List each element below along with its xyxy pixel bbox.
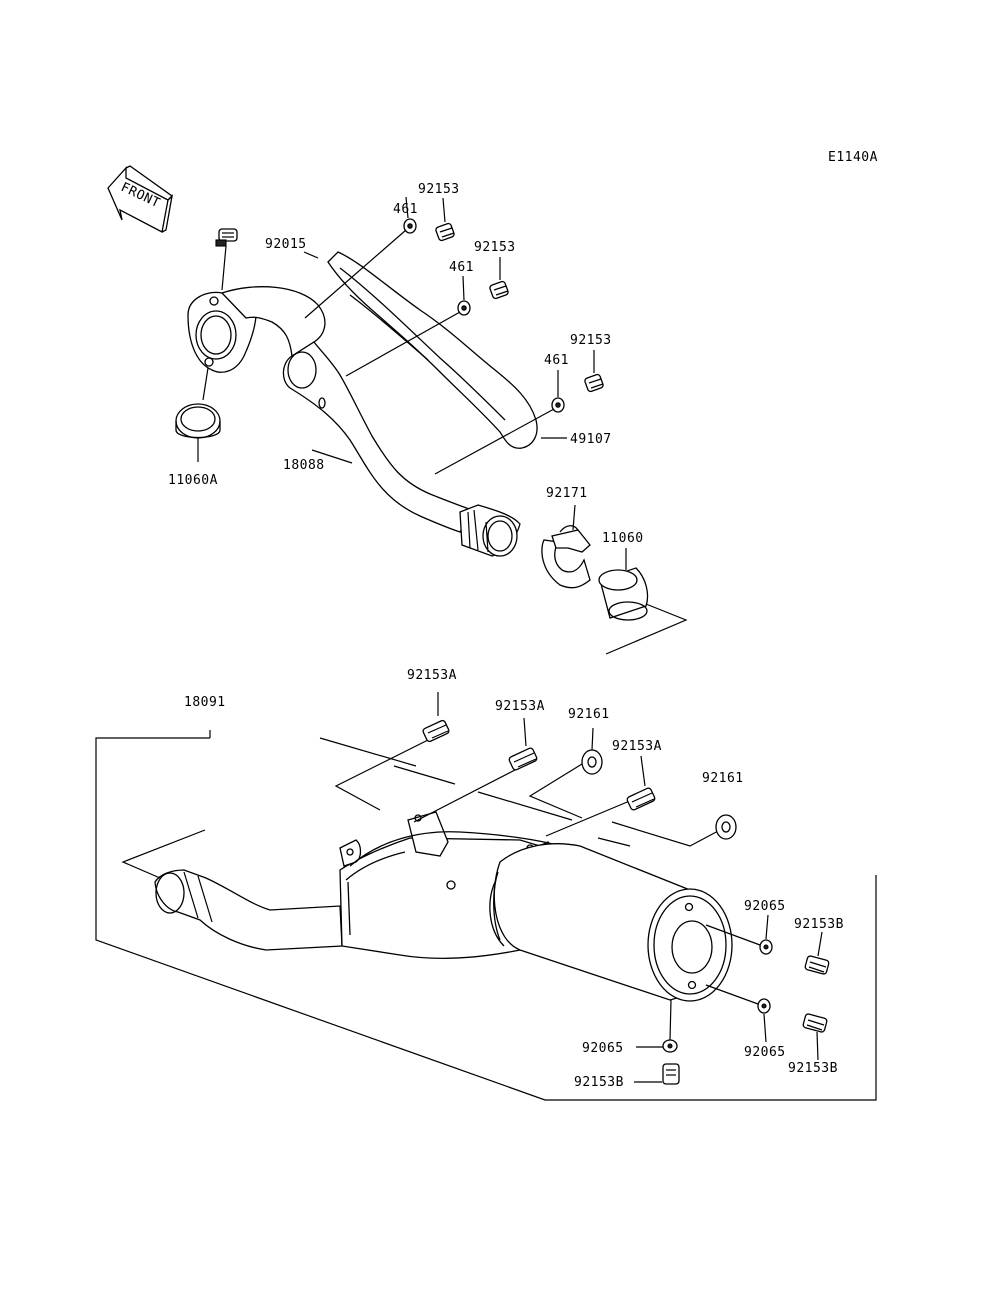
label-92153-b: 92153 [474,240,516,255]
label-92153-c: 92153 [570,333,612,348]
label-92065-b: 92065 [744,1045,786,1060]
bolt-92153b-a-icon [804,931,830,975]
washer-92065-c-icon [636,999,678,1053]
label-461-b: 461 [449,260,474,275]
clamp-92171-icon [541,504,591,589]
label-461-c: 461 [544,353,569,368]
label-18091: 18091 [184,695,226,710]
washer-92161-a-icon [581,727,603,775]
label-92153a-c: 92153A [612,739,662,754]
label-92153b-a: 92153B [794,917,844,932]
label-11060: 11060 [602,531,644,546]
heat-shield-49107 [327,251,538,449]
nut-461-c-icon [551,370,565,413]
front-arrow-icon: FRONT [107,165,174,233]
label-92153a-b: 92153A [495,699,545,714]
bolt-92153-a-icon [435,197,455,242]
label-11060a: 11060A [168,473,218,488]
gasket-11060a-icon [175,367,221,462]
label-92171: 92171 [546,486,588,501]
label-461-a: 461 [393,202,418,217]
sleeve-11060-icon [598,548,649,621]
washer-92065-b-icon [705,984,771,1043]
label-92065-c: 92065 [582,1041,624,1056]
label-92153a-a: 92153A [407,668,457,683]
muffler-18091 [154,811,733,1002]
bolt-92153-b-icon [489,257,509,300]
label-92153b-b: 92153B [788,1061,838,1076]
bolt-92153a-c-icon [626,755,656,811]
label-92153b-c: 92153B [574,1075,624,1090]
bolt-92153b-c-icon [634,1063,680,1085]
washer-92161-b-icon [715,814,737,840]
washer-92065-a-icon [705,914,773,955]
label-92153-a: 92153 [418,182,460,197]
exhaust-pipe-18088 [187,286,521,557]
label-49107: 49107 [570,432,612,447]
diagram-ref-code: E1140A [828,150,878,165]
label-92161-a: 92161 [568,707,610,722]
nut-461-b-icon [457,275,471,316]
nut-461-a-icon [403,196,417,234]
label-92065-a: 92065 [744,899,786,914]
bolt-92153-c-icon [584,350,604,393]
flange-stud-icon [215,228,238,291]
label-18088: 18088 [283,458,325,473]
label-92015: 92015 [265,237,307,252]
bolt-92153a-a-icon [422,692,450,743]
bolt-92153b-b-icon [802,1013,828,1061]
bolt-92153a-b-icon [508,717,538,771]
label-92161-b: 92161 [702,771,744,786]
